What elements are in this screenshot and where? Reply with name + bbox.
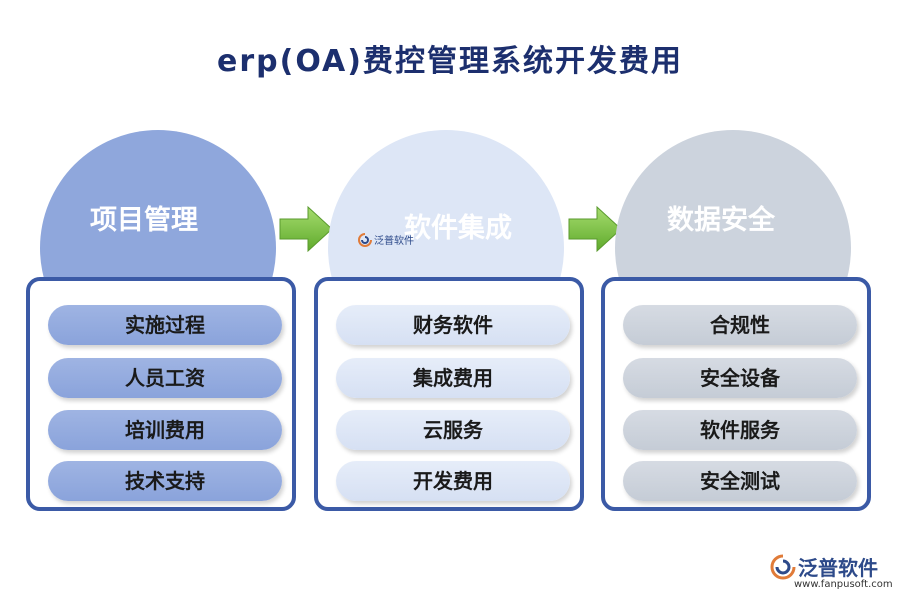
heading-label: 数据安全 bbox=[667, 205, 775, 236]
diagram-title: erp(OA)费控管理系统开发费用 bbox=[217, 44, 683, 79]
watermark: 泛普软件 bbox=[358, 232, 418, 247]
column-software-integration: 软件集成 财务软件 集成费用 云服务 开发费用 bbox=[314, 130, 594, 520]
heading-label: 软件集成 bbox=[404, 213, 512, 244]
item-box: 财务软件 集成费用 云服务 开发费用 bbox=[314, 277, 584, 511]
item-pill: 云服务 bbox=[336, 410, 570, 450]
item-pill: 集成费用 bbox=[336, 358, 570, 398]
item-pill: 开发费用 bbox=[336, 461, 570, 501]
item-pill: 培训费用 bbox=[48, 410, 282, 450]
watermark-text: 泛普软件 bbox=[374, 236, 414, 247]
column-data-security: 数据安全 合规性 安全设备 软件服务 安全测试 bbox=[601, 130, 881, 520]
item-box: 实施过程 人员工资 培训费用 技术支持 bbox=[26, 277, 296, 511]
heading-label: 项目管理 bbox=[90, 205, 198, 236]
item-pill: 合规性 bbox=[623, 305, 857, 345]
brand-logo-icon bbox=[770, 554, 796, 580]
brand-logo-icon bbox=[358, 233, 372, 247]
item-pill: 安全设备 bbox=[623, 358, 857, 398]
brand-url: www.fanpusoft.com bbox=[794, 579, 893, 590]
right-arrow-icon bbox=[568, 205, 622, 253]
item-pill: 技术支持 bbox=[48, 461, 282, 501]
brand-logo: 泛普软件 www.fanpusoft.com bbox=[770, 552, 893, 592]
column-project-management: 项目管理 实施过程 人员工资 培训费用 技术支持 bbox=[26, 130, 306, 520]
right-arrow-icon bbox=[279, 205, 333, 253]
item-pill: 软件服务 bbox=[623, 410, 857, 450]
brand-name: 泛普软件 bbox=[798, 556, 878, 580]
item-pill: 人员工资 bbox=[48, 358, 282, 398]
item-pill: 财务软件 bbox=[336, 305, 570, 345]
item-pill: 安全测试 bbox=[623, 461, 857, 501]
item-box: 合规性 安全设备 软件服务 安全测试 bbox=[601, 277, 871, 511]
item-pill: 实施过程 bbox=[48, 305, 282, 345]
